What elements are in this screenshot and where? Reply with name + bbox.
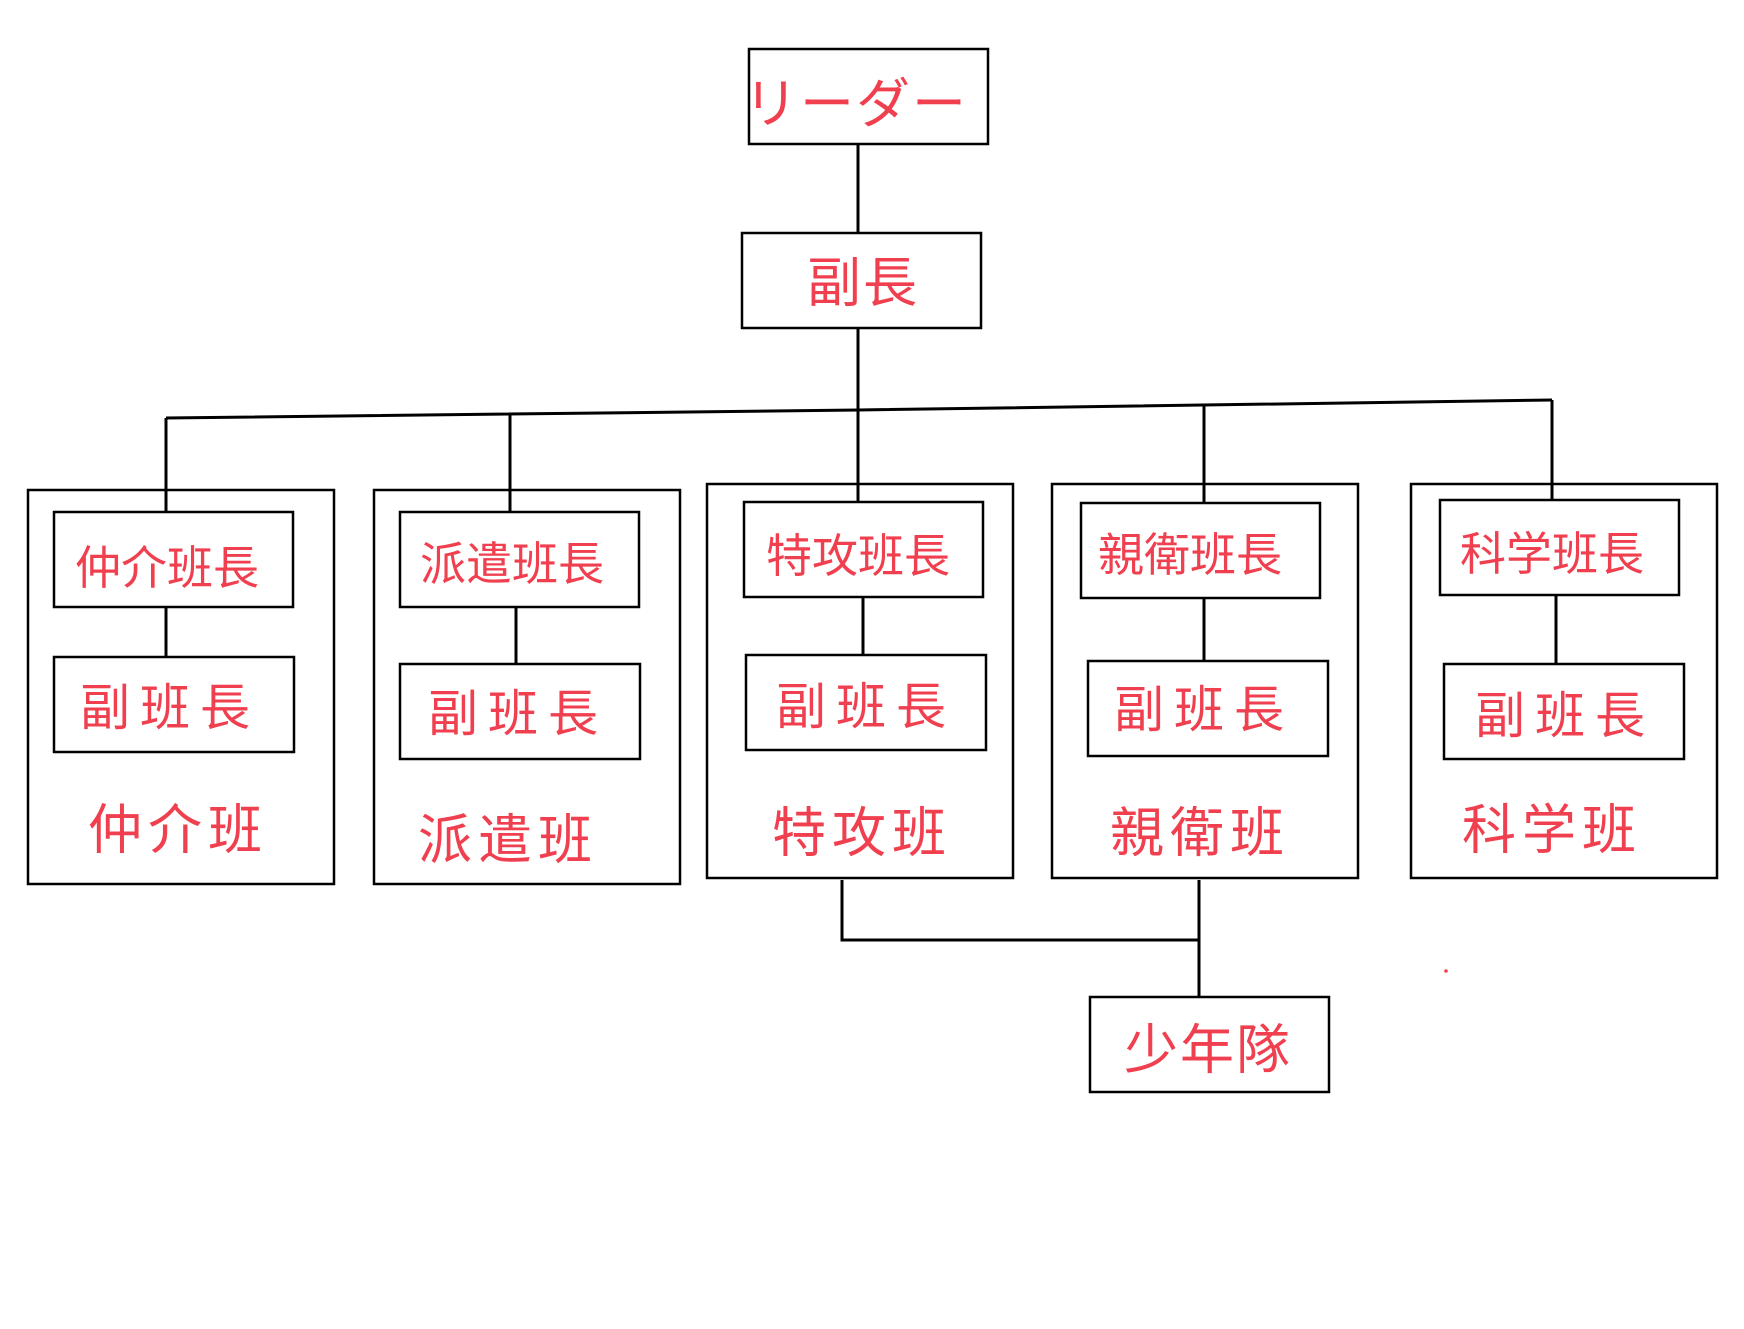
squad-frame-chukai [26, 488, 336, 886]
leader-label: リーダー [744, 73, 968, 136]
stray-dot [1444, 969, 1448, 973]
leader-node: リーダー [744, 47, 990, 146]
lead-box-shinei [1079, 501, 1322, 600]
team-label-shinei: 親衛班 [1110, 802, 1290, 865]
leader-box [747, 47, 990, 146]
squad-chukai: 仲介班長 副班長 仲介班 [26, 488, 336, 886]
sub-box-tokko [744, 653, 988, 752]
lead-box-kagaku [1438, 498, 1681, 597]
youth-connector [840, 880, 1199, 942]
lead-label-tokko: 特攻班長 [766, 529, 950, 583]
squad-frame-tokko [705, 482, 1015, 880]
lead-box-tokko [742, 500, 985, 599]
sub-box-kagaku [1442, 662, 1686, 761]
youth-label: 少年隊 [1124, 1019, 1292, 1082]
lead-label-haken: 派遣班長 [420, 537, 604, 591]
lead-box-chukai [52, 510, 295, 609]
squad-frame-shinei [1050, 482, 1360, 880]
team-label-tokko: 特攻班 [772, 802, 952, 865]
lead-label-chukai: 仲介班長 [75, 541, 259, 595]
youth-node: 少年隊 [1088, 995, 1331, 1094]
sub-label-shinei: 副班長 [1114, 681, 1294, 739]
lead-box-haken [398, 510, 641, 609]
squad-haken: 派遣班長 副班長 派遣班 [372, 488, 682, 886]
lead-label-kagaku: 科学班長 [1460, 527, 1644, 581]
connectors [164, 144, 1558, 997]
sub-box-haken [398, 662, 642, 761]
sub-label-haken: 副班長 [428, 685, 608, 743]
squad-tokko: 特攻班長 副班長 特攻班 [705, 482, 1015, 880]
squad-frame-haken [372, 488, 682, 886]
team-label-kagaku: 科学班 [1462, 799, 1642, 862]
sub-label-tokko: 副班長 [776, 678, 956, 736]
squad-kagaku: 科学班長 副班長 科学班 [1409, 482, 1719, 880]
sub-label-kagaku: 副班長 [1475, 687, 1655, 745]
squad-shinei: 親衛班長 副班長 親衛班 [1050, 482, 1360, 880]
team-label-haken: 派遣班 [418, 809, 598, 872]
deputy-box [740, 231, 983, 330]
lead-label-shinei: 親衛班長 [1098, 528, 1282, 582]
sub-box-shinei [1086, 659, 1330, 758]
youth-box [1088, 995, 1331, 1094]
sub-box-chukai [52, 655, 296, 754]
team-label-chukai: 仲介班 [88, 799, 268, 862]
squad-frame-kagaku [1409, 482, 1719, 880]
sub-label-chukai: 副班長 [80, 679, 260, 737]
deputy-label: 副長 [807, 252, 919, 315]
deputy-node: 副長 [740, 231, 983, 330]
